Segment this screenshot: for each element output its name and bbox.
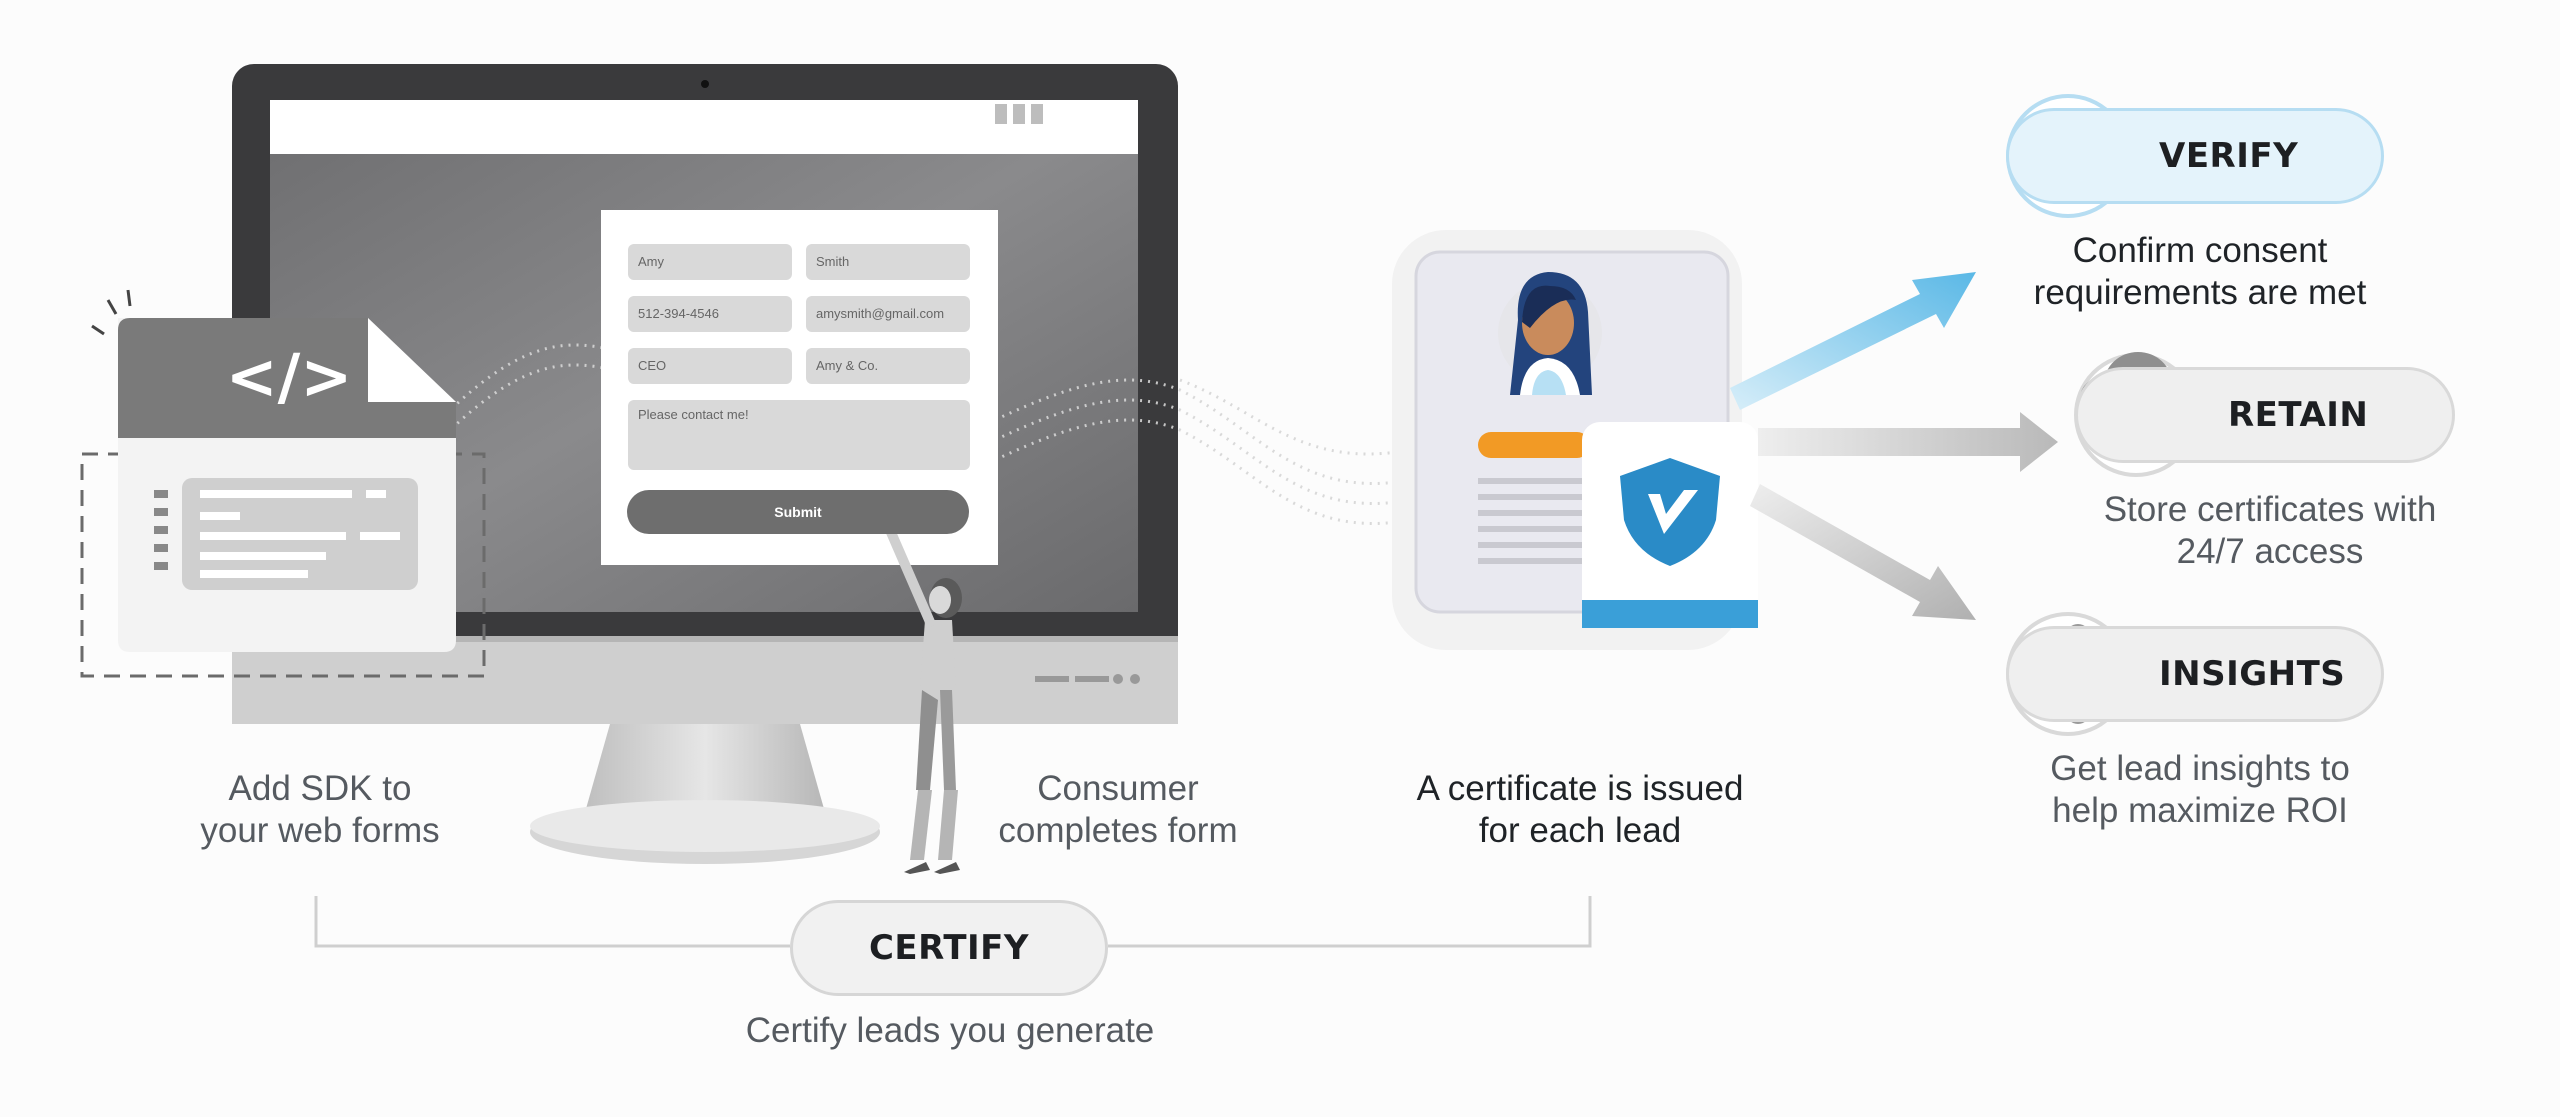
caption-line: Get lead insights to — [2050, 749, 2350, 788]
certificate-card — [1392, 230, 1758, 650]
caption-consumer: Consumer completes form — [968, 768, 1268, 852]
caption-line: requirements are met — [2033, 273, 2367, 312]
caption-line: A certificate is issued — [1416, 769, 1744, 808]
data-wave — [438, 343, 1411, 526]
email-field[interactable]: amysmith@gmail.com — [806, 296, 970, 332]
insights-stage-label: INSIGHTS — [2006, 626, 2384, 722]
job-title-field[interactable]: CEO — [628, 348, 792, 384]
caption-line: Confirm consent — [2072, 231, 2328, 270]
caption-line: Consumer — [1037, 769, 1199, 808]
caption-certificate: A certificate is issued for each lead — [1380, 768, 1780, 852]
consumer-figure — [873, 499, 962, 874]
caption-verify: Confirm consent requirements are met — [1960, 230, 2440, 314]
caption-line: your web forms — [200, 811, 440, 850]
caption-line: help maximize ROI — [2052, 791, 2348, 830]
sdk-document — [80, 289, 486, 678]
last-name-field[interactable]: Smith — [806, 244, 970, 280]
caption-certify: Certify leads you generate — [745, 1011, 1155, 1050]
arrows — [1730, 272, 2058, 620]
caption-retain: Store certificates with 24/7 access — [2030, 489, 2510, 573]
phone-field[interactable]: 512-394-4546 — [628, 296, 792, 332]
message-field[interactable]: Please contact me! — [628, 400, 970, 470]
caption-line: Store certificates with — [2103, 490, 2437, 529]
caption-line: for each lead — [1478, 811, 1682, 850]
caption-line: completes form — [998, 811, 1238, 850]
retain-stage-label: RETAIN — [2075, 367, 2455, 463]
verify-stage-label: VERIFY — [2006, 108, 2384, 204]
caption-insights: Get lead insights to help maximize ROI — [1960, 748, 2440, 832]
company-field[interactable]: Amy & Co. — [806, 348, 970, 384]
sdk-code-symbol: </> — [225, 340, 353, 413]
caption-line: 24/7 access — [2176, 532, 2364, 571]
first-name-field[interactable]: Amy — [628, 244, 792, 280]
certify-stage-label: CERTIFY — [790, 900, 1108, 996]
caption-line: Add SDK to — [228, 769, 412, 808]
submit-button[interactable]: Submit — [627, 490, 969, 534]
caption-add-sdk: Add SDK to your web forms — [170, 768, 470, 852]
certify-bracket — [314, 896, 1592, 948]
